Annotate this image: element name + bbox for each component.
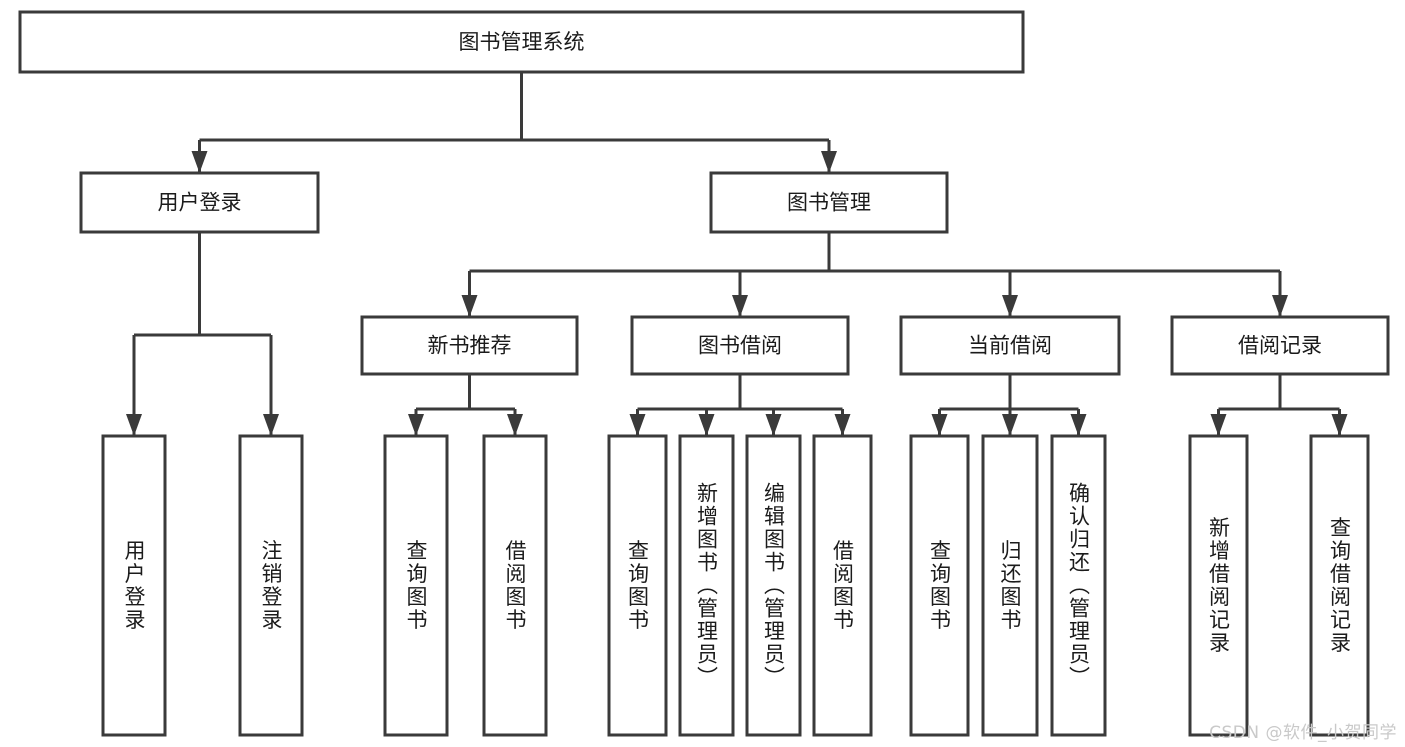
node-box-leaf-borrow-3[interactable] (745, 434, 802, 737)
arrowhead-icon (1331, 414, 1348, 436)
arrowhead-icon (263, 414, 279, 436)
node-leaf-record-1[interactable]: 新增借阅记录 (1188, 434, 1249, 737)
node-leaf-borrow-1[interactable]: 查询图书 (607, 434, 668, 737)
arrowhead-icon (931, 414, 948, 436)
node-label-leaf-borrow-1: 查询图书 (626, 540, 650, 632)
node-label-leaf-newbook-1: 查询图书 (404, 540, 428, 632)
node-newbook[interactable]: 新书推荐 (360, 315, 579, 376)
node-label-current: 当前借阅 (968, 334, 1052, 358)
node-leaf-current-2[interactable]: 归还图书 (981, 434, 1039, 737)
node-current[interactable]: 当前借阅 (899, 315, 1121, 376)
node-leaf-borrow-4[interactable]: 借阅图书 (812, 434, 873, 737)
node-label-leaf-borrow-2: 新增图书（管理员） (695, 482, 719, 689)
node-box-leaf-login-2[interactable] (238, 434, 304, 737)
node-leaf-newbook-2[interactable]: 借阅图书 (482, 434, 548, 737)
node-label-leaf-record-2: 查询借阅记录 (1328, 517, 1352, 655)
edges-layer (126, 72, 1348, 436)
arrowhead-icon (1002, 295, 1018, 317)
node-label-leaf-current-2: 归还图书 (998, 540, 1022, 632)
node-label-login: 用户登录 (158, 191, 242, 215)
arrowhead-icon (821, 151, 837, 173)
arrowhead-icon (629, 414, 646, 436)
node-label-leaf-borrow-3: 编辑图书（管理员） (762, 482, 786, 689)
arrowhead-icon (732, 295, 748, 317)
arrowhead-icon (698, 414, 715, 436)
node-box-login[interactable] (79, 171, 320, 234)
arrowhead-icon (408, 414, 424, 436)
nodes-layer: 图书管理系统用户登录图书管理新书推荐图书借阅当前借阅借阅记录用户登录注销登录查询… (18, 10, 1390, 737)
node-box-bookmgmt[interactable] (709, 171, 949, 234)
node-label-newbook: 新书推荐 (428, 334, 512, 358)
node-leaf-login-1[interactable]: 用户登录 (101, 434, 167, 737)
arrowhead-icon (834, 414, 851, 436)
node-root[interactable]: 图书管理系统 (18, 10, 1025, 74)
node-box-newbook[interactable] (360, 315, 579, 376)
arrowhead-icon (1070, 414, 1087, 436)
node-label-leaf-current-1: 查询图书 (928, 540, 952, 632)
node-box-leaf-current-3[interactable] (1050, 434, 1107, 737)
node-box-leaf-newbook-2[interactable] (482, 434, 548, 737)
node-leaf-newbook-1[interactable]: 查询图书 (383, 434, 449, 737)
node-label-bookmgmt: 图书管理 (787, 191, 871, 215)
node-label-leaf-current-3: 确认归还（管理员） (1067, 482, 1091, 689)
node-borrow[interactable]: 图书借阅 (630, 315, 850, 376)
node-box-root[interactable] (18, 10, 1025, 74)
node-box-leaf-record-2[interactable] (1309, 434, 1370, 737)
node-label-record: 借阅记录 (1238, 334, 1322, 358)
arrowhead-icon (1272, 295, 1288, 317)
arrowhead-icon (191, 151, 208, 173)
node-box-leaf-borrow-4[interactable] (812, 434, 873, 737)
node-box-record[interactable] (1170, 315, 1390, 376)
node-label-root: 图书管理系统 (459, 30, 585, 54)
node-leaf-current-3[interactable]: 确认归还（管理员） (1050, 434, 1107, 737)
node-box-leaf-current-2[interactable] (981, 434, 1039, 737)
node-label-leaf-record-1: 新增借阅记录 (1207, 517, 1231, 655)
node-leaf-current-1[interactable]: 查询图书 (909, 434, 970, 737)
node-label-leaf-login-2: 注销登录 (259, 540, 283, 632)
node-box-leaf-login-1[interactable] (101, 434, 167, 737)
node-label-borrow: 图书借阅 (698, 334, 782, 358)
node-bookmgmt[interactable]: 图书管理 (709, 171, 949, 234)
node-label-leaf-borrow-4: 借阅图书 (831, 540, 855, 632)
arrowhead-icon (507, 414, 523, 436)
node-box-leaf-borrow-1[interactable] (607, 434, 668, 737)
node-box-leaf-newbook-1[interactable] (383, 434, 449, 737)
csdn-watermark: CSDN @软件_小贺同学 (1209, 723, 1397, 743)
node-leaf-login-2[interactable]: 注销登录 (238, 434, 304, 737)
node-label-leaf-newbook-2: 借阅图书 (503, 540, 527, 632)
node-box-leaf-current-1[interactable] (909, 434, 970, 737)
node-leaf-record-2[interactable]: 查询借阅记录 (1309, 434, 1370, 737)
node-box-leaf-record-1[interactable] (1188, 434, 1249, 737)
node-box-borrow[interactable] (630, 315, 850, 376)
node-box-current[interactable] (899, 315, 1121, 376)
arrowhead-icon (1210, 414, 1227, 436)
node-record[interactable]: 借阅记录 (1170, 315, 1390, 376)
node-login[interactable]: 用户登录 (79, 171, 320, 234)
node-box-leaf-borrow-2[interactable] (678, 434, 735, 737)
arrowhead-icon (1002, 414, 1018, 436)
node-label-leaf-login-1: 用户登录 (122, 540, 146, 632)
arrowhead-icon (126, 414, 142, 436)
node-leaf-borrow-2[interactable]: 新增图书（管理员） (678, 434, 735, 737)
arrowhead-icon (461, 295, 478, 317)
node-leaf-borrow-3[interactable]: 编辑图书（管理员） (745, 434, 802, 737)
arrowhead-icon (765, 414, 782, 436)
